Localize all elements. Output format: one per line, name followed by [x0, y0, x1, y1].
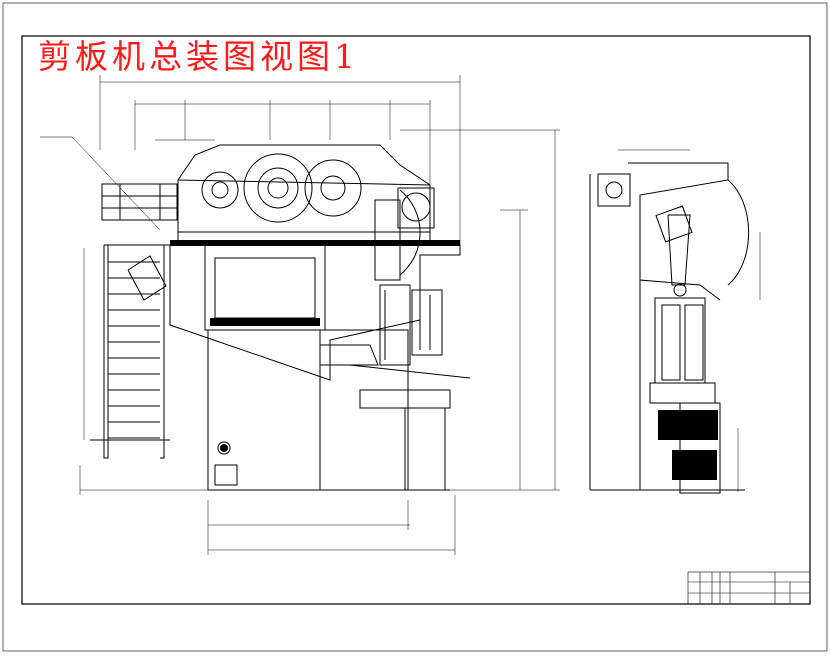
right-dimension-lines	[79, 129, 560, 555]
drawing-title: 剪板机总装图视图1	[38, 37, 359, 76]
gearbox	[177, 144, 435, 276]
side-view	[589, 149, 761, 494]
title-block	[687, 571, 811, 605]
inner-frame	[21, 35, 811, 605]
dark-fills	[170, 240, 718, 480]
machine-frame	[169, 244, 461, 491]
ram-assembly	[320, 199, 471, 379]
ladder-platform	[83, 183, 180, 459]
